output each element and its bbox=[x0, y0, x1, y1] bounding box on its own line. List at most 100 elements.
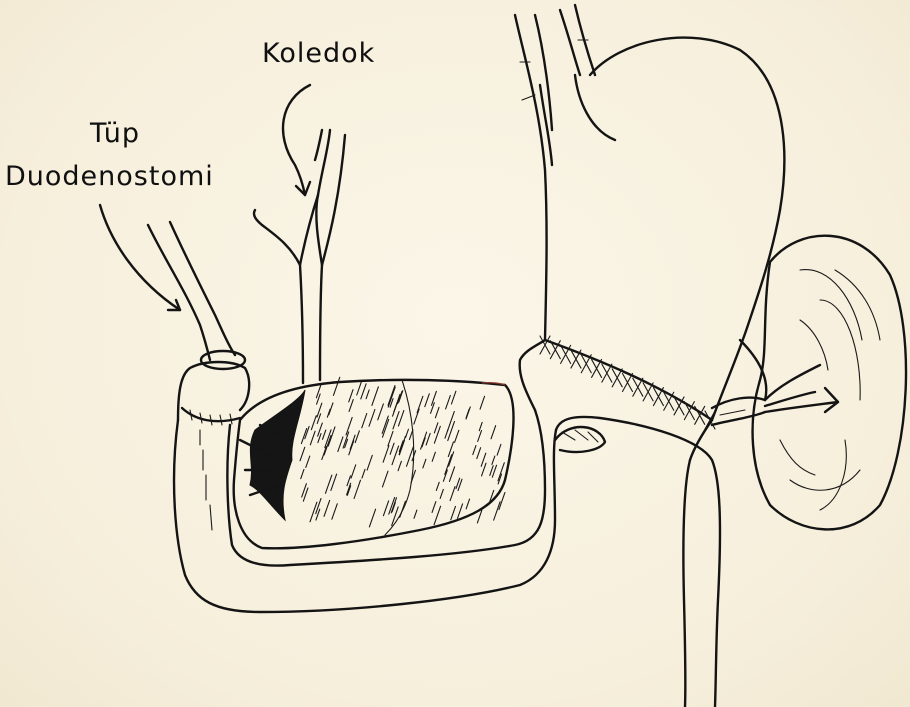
hatch-stroke bbox=[466, 407, 470, 419]
hatch-stroke bbox=[492, 456, 495, 464]
esophagus bbox=[515, 5, 615, 340]
hatch-stroke bbox=[369, 409, 375, 426]
hatch-stroke bbox=[392, 446, 399, 465]
hatch-stroke bbox=[466, 499, 469, 509]
hatch-stroke bbox=[497, 444, 501, 455]
suture-stitch bbox=[653, 388, 663, 406]
hatch-stroke bbox=[332, 504, 337, 519]
hatch-stroke bbox=[367, 455, 372, 470]
hatch-stroke bbox=[351, 465, 356, 478]
hatch-stroke bbox=[409, 430, 412, 440]
hatch-stroke bbox=[425, 394, 429, 407]
hatch-stroke bbox=[372, 387, 379, 406]
suture-stitch bbox=[633, 378, 643, 396]
hatch-stroke bbox=[436, 482, 439, 490]
hatch-stroke bbox=[498, 463, 504, 481]
hatch-stroke bbox=[434, 506, 440, 524]
hatch-stroke bbox=[421, 432, 427, 449]
hatch-stroke bbox=[478, 431, 482, 442]
spleen bbox=[753, 236, 906, 530]
label-tup: Tüp bbox=[90, 120, 140, 147]
hatch-stroke bbox=[434, 423, 438, 433]
hatch-stroke bbox=[445, 455, 452, 475]
hatch-stroke bbox=[446, 395, 451, 408]
hatch-stroke bbox=[349, 400, 353, 412]
hatch-stroke bbox=[390, 443, 394, 454]
hatch-stroke bbox=[473, 446, 476, 455]
hatch-stroke bbox=[491, 426, 496, 439]
hatch-stroke bbox=[445, 430, 448, 438]
hatch-stroke bbox=[423, 459, 426, 468]
hatch-stroke bbox=[383, 501, 388, 516]
hatch-stroke bbox=[366, 390, 369, 399]
hatch-stroke bbox=[323, 430, 326, 439]
hatch-stroke bbox=[407, 447, 414, 466]
hatch-stroke bbox=[318, 423, 323, 436]
hatch-stroke bbox=[406, 429, 409, 437]
hatch-stroke bbox=[455, 430, 459, 442]
hatch-stroke bbox=[479, 422, 482, 430]
hatch-stroke bbox=[362, 414, 367, 428]
hatch-stroke bbox=[393, 402, 398, 416]
hatch-stroke bbox=[311, 416, 316, 430]
suture-stitch bbox=[684, 402, 694, 420]
hatch-stroke bbox=[426, 433, 430, 445]
duodenostomy-tube bbox=[148, 222, 235, 360]
hatch-stroke bbox=[316, 499, 321, 514]
hatching bbox=[300, 377, 505, 527]
hatch-stroke bbox=[350, 435, 355, 449]
hatch-stroke bbox=[301, 469, 304, 478]
hatch-stroke bbox=[499, 493, 505, 510]
suture-line bbox=[540, 336, 715, 429]
hatch-stroke bbox=[300, 447, 305, 461]
hatch-stroke bbox=[361, 384, 366, 399]
hatch-stroke bbox=[494, 502, 500, 520]
hatch-stroke bbox=[306, 456, 310, 467]
hatch-stroke bbox=[388, 431, 393, 445]
hatch-stroke bbox=[477, 448, 481, 459]
hatch-stroke bbox=[417, 396, 423, 413]
mesentery-fragment bbox=[555, 427, 605, 452]
hatch-stroke bbox=[349, 441, 354, 455]
hatch-stroke bbox=[480, 396, 485, 409]
label-duodenostomi: Duodenostomi bbox=[5, 163, 214, 190]
hatch-stroke bbox=[449, 467, 454, 482]
hatch-stroke bbox=[369, 509, 375, 527]
hatch-stroke bbox=[398, 461, 401, 470]
hatch-stroke bbox=[362, 469, 365, 478]
hatch-stroke bbox=[349, 390, 353, 402]
hatch-stroke bbox=[414, 510, 417, 518]
suture-stitch bbox=[602, 364, 612, 382]
hatch-stroke bbox=[328, 427, 335, 446]
suture-stitch bbox=[581, 355, 591, 373]
hatch-stroke bbox=[457, 504, 462, 519]
hatch-stroke bbox=[451, 391, 455, 404]
hatch-stroke bbox=[317, 403, 322, 417]
hatch-stroke bbox=[324, 500, 330, 516]
hatch-stroke bbox=[414, 409, 419, 424]
hatch-stroke bbox=[400, 501, 406, 517]
hatch-stroke bbox=[354, 480, 360, 498]
hatch-stroke bbox=[435, 407, 439, 417]
hatch-stroke bbox=[398, 411, 403, 427]
pancreas bbox=[234, 377, 514, 548]
hatch-stroke bbox=[378, 404, 384, 420]
hatch-stroke bbox=[357, 382, 362, 395]
hatch-stroke bbox=[432, 452, 435, 461]
hatch-stroke bbox=[450, 487, 455, 501]
hatch-stroke bbox=[310, 431, 315, 445]
common-bile-duct bbox=[254, 130, 345, 383]
suture-stitch bbox=[643, 383, 653, 401]
stomach bbox=[545, 38, 784, 420]
suture-stitch bbox=[592, 359, 602, 377]
splenic-vessels bbox=[712, 340, 838, 425]
hatch-stroke bbox=[322, 447, 327, 460]
hatch-stroke bbox=[490, 466, 493, 476]
label-koledok: Koledok bbox=[262, 40, 375, 67]
hatch-stroke bbox=[338, 437, 343, 452]
hatch-stroke bbox=[451, 506, 456, 519]
hatch-stroke bbox=[440, 489, 443, 498]
hatch-stroke bbox=[329, 403, 333, 415]
